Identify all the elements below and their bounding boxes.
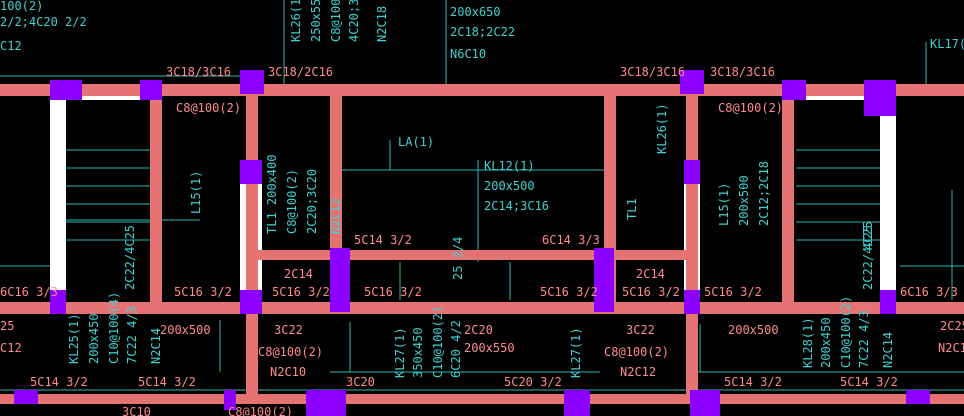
label-top3: N6C10 — [450, 47, 486, 61]
label-l15a: L15(1) — [189, 171, 203, 214]
label-lf2: C12 — [0, 341, 22, 355]
label-c8a: C8@100(2) — [176, 101, 241, 115]
label-kl27b: 2C20 — [464, 323, 493, 337]
label-g1: 3C10 — [122, 405, 151, 416]
label-rf2: N2C1 — [938, 341, 964, 355]
label-kl12c: 2C14;3C16 — [484, 199, 549, 213]
label-m1: 5C14 3/2 — [354, 233, 412, 247]
label-kl26a4: 4C20;3C — [347, 0, 361, 42]
label-tlr: TL1 — [625, 198, 639, 220]
label-top2: 2C18;2C22 — [450, 25, 515, 39]
label-b7: 5C16 3/2 — [704, 285, 762, 299]
label-f1: 5C14 3/2 — [30, 375, 88, 389]
label-l15b3: 2C12;2C18 — [757, 161, 771, 226]
label-d2: 3C22 — [274, 323, 303, 337]
label-kl25b: 2C22/4C25 — [123, 225, 137, 290]
label-kl28d: 7C22 4/3 — [857, 310, 871, 368]
label-tl1: 100(2) — [0, 0, 43, 13]
label-r3: 3C18/3C16 — [620, 65, 685, 79]
label-kl25a3: C10@100(4) — [107, 292, 121, 364]
label-tl3: C12 — [0, 39, 22, 53]
label-kl25r: 4C25 — [861, 221, 875, 250]
columns — [14, 70, 930, 416]
label-b8: 6C16 3/3 — [900, 285, 958, 299]
label-kl25a2: 200x450 — [87, 313, 101, 364]
label-kl25a5: N2C14 — [149, 328, 163, 364]
label-g2: C8@100(2) — [228, 405, 293, 416]
label-e2: C8@100(2) — [604, 345, 669, 359]
label-r4: 3C18/3C16 — [710, 65, 775, 79]
label-kl25a: KL25(1) — [67, 313, 81, 364]
label-rf1: 2C25 — [940, 319, 964, 333]
label-f2: 5C14 3/2 — [138, 375, 196, 389]
label-d3: C8@100(2) — [258, 345, 323, 359]
label-kl26b: KL26(1) — [655, 103, 669, 154]
label-tl2: 2/2;4C20 2/2 — [0, 15, 87, 29]
label-f6: 5C14 3/2 — [840, 375, 898, 389]
label-cm3: 25 2/4 — [451, 237, 465, 280]
label-d4: N2C10 — [270, 365, 306, 379]
label-c8b: C8@100(2) — [718, 101, 783, 115]
label-b4: 5C16 3/2 — [364, 285, 422, 299]
label-kl27b2: 200x550 — [464, 341, 515, 355]
label-kl12: KL12(1) — [484, 159, 535, 173]
label-top1: 200x650 — [450, 5, 501, 19]
label-kl27a3: C10@100(2) — [431, 306, 445, 378]
label-r2: 3C18/2C16 — [268, 65, 333, 79]
label-kl26a3: C8@100 — [329, 0, 343, 42]
label-lf1: 25 — [0, 319, 14, 333]
label-e1: 3C22 — [626, 323, 655, 337]
label-cm2: 2C14 — [636, 267, 665, 281]
label-f4: 5C20 3/2 — [504, 375, 562, 389]
label-kl27a2: 350x450 — [411, 327, 425, 378]
label-kl28: KL28(1) — [801, 317, 815, 368]
label-kl28b: 200x450 — [819, 317, 833, 368]
label-kl26a: KL26(1) — [289, 0, 303, 42]
label-b5: 5C16 3/2 — [540, 285, 598, 299]
leader-lines — [0, 0, 964, 391]
label-kl26a2: 250x55 — [309, 0, 323, 42]
label-kl28f: 2C22/4C25 — [861, 225, 875, 290]
label-b3: 5C16 3/2 — [272, 285, 330, 299]
label-cm1: 2C14 — [284, 267, 313, 281]
label-tl1d: N2C12 — [329, 198, 343, 234]
label-f3: 3C20 — [346, 375, 375, 389]
label-kl28c: C10@100(2) — [839, 296, 853, 368]
label-e4: 200x500 — [728, 323, 779, 337]
label-l15b2: 200x500 — [737, 175, 751, 226]
label-kl12b: 200x500 — [484, 179, 535, 193]
label-b1: 6C16 3/3 — [0, 285, 58, 299]
label-kl25a4: 7C22 4/3 — [125, 306, 139, 364]
label-r1: 3C18/3C16 — [166, 65, 231, 79]
label-e3: N2C12 — [620, 365, 656, 379]
label-b6: 5C16 3/2 — [622, 285, 680, 299]
label-b2: 5C16 3/2 — [174, 285, 232, 299]
label-kl27a4: 6C20 4/2 — [449, 320, 463, 378]
label-f5: 5C14 3/2 — [724, 375, 782, 389]
label-kl28e: N2C14 — [881, 332, 895, 368]
label-tl1b: C8@100(2) — [285, 169, 299, 234]
label-la: LA(1) — [398, 135, 434, 149]
label-l15b: L15(1) — [717, 183, 731, 226]
label-m2: 6C14 3/3 — [542, 233, 600, 247]
label-tl1a: TL1 200x400 — [265, 155, 279, 234]
label-kl27c: KL27(1) — [569, 327, 583, 378]
label-kl26a5: N2C18 — [375, 6, 389, 42]
label-tl1c: 2C20;3C20 — [305, 169, 319, 234]
label-d1: 200x500 — [160, 323, 211, 337]
label-kl17: KL17( — [930, 37, 964, 51]
label-kl27a: KL27(1) — [393, 327, 407, 378]
